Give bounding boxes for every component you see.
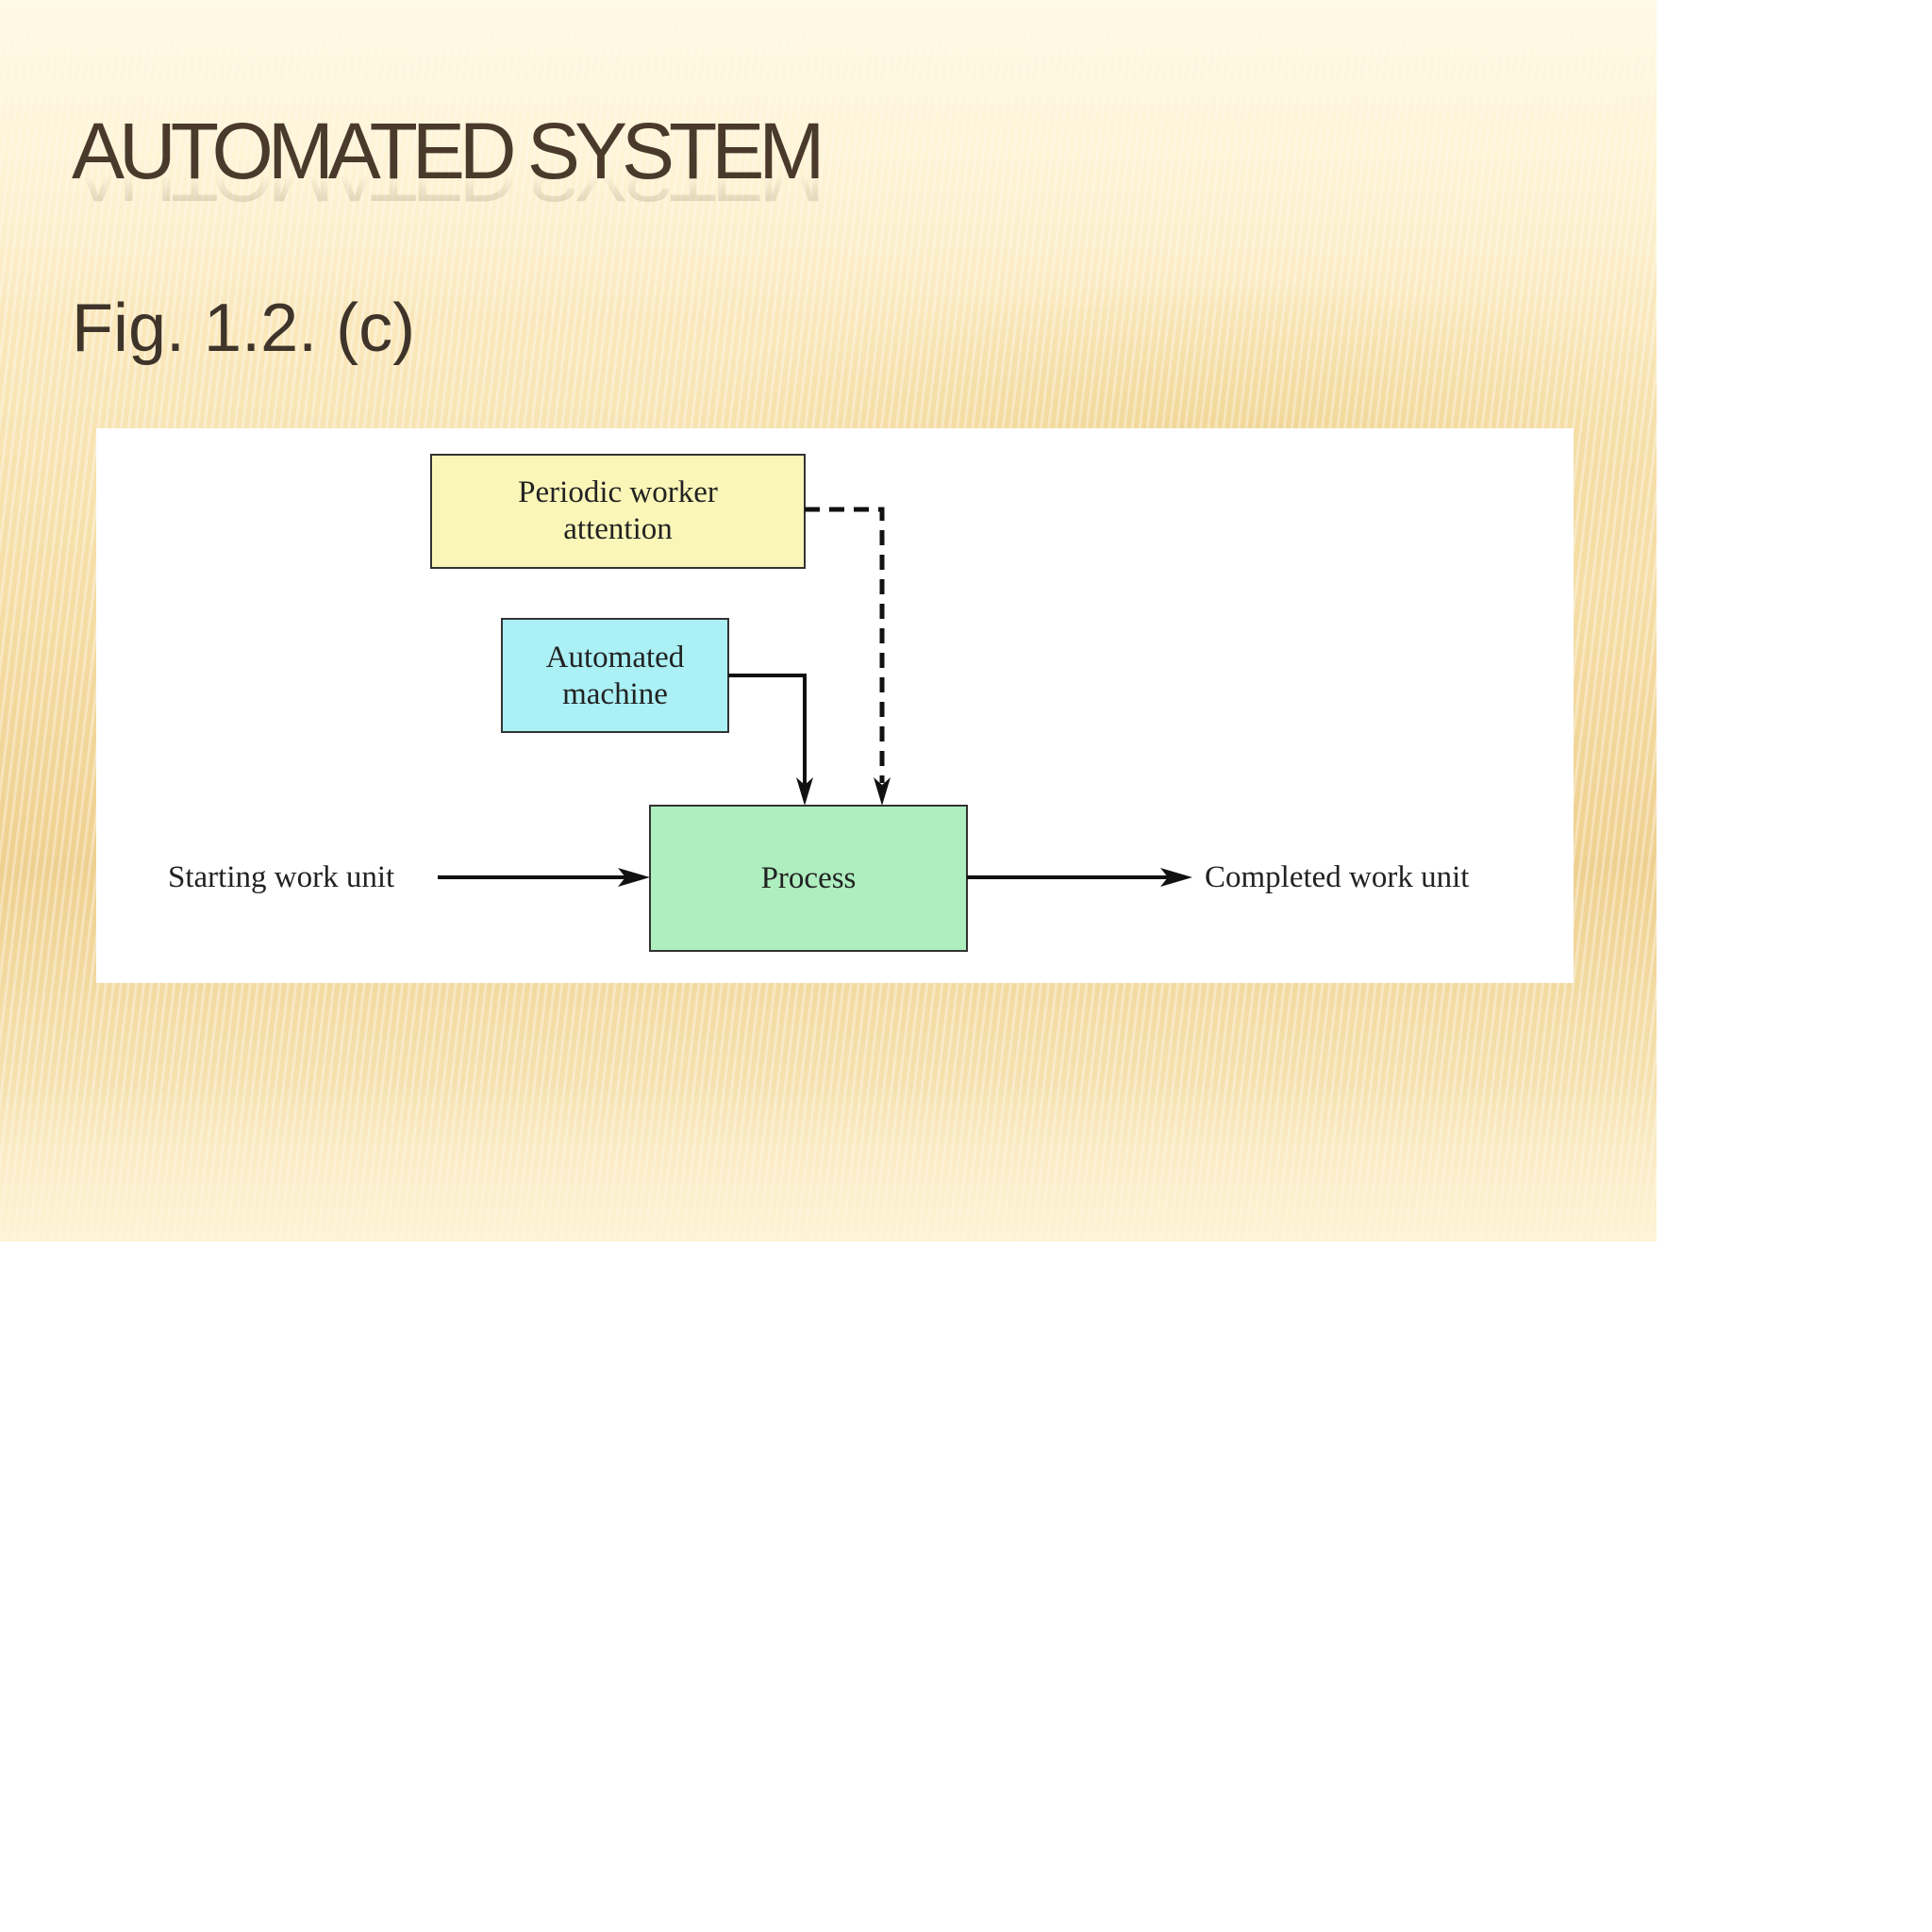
- edge-machine-to-process-arrowhead: [796, 777, 813, 806]
- edge-machine-to-process: [728, 674, 807, 785]
- node-worker-attention-line1: Periodic worker: [518, 475, 718, 509]
- output-label: Completed work unit: [1205, 860, 1469, 894]
- edge-worker-to-process-arrowhead: [874, 777, 891, 806]
- input-label: Starting work unit: [168, 860, 394, 894]
- node-worker-attention-line2: attention: [563, 512, 672, 546]
- slide: AUTOMATED SYSTEM AUTOMATED SYSTEM Fig. 1…: [0, 0, 1657, 1241]
- node-automated-machine: Automated machine: [501, 618, 729, 733]
- node-worker-attention: Periodic worker attention: [430, 454, 806, 569]
- node-process-label: Process: [761, 861, 857, 895]
- diagram-figure: Periodic worker attention Automated mach…: [96, 428, 1574, 983]
- node-automated-machine-line2: machine: [562, 677, 668, 711]
- title-group: AUTOMATED SYSTEM AUTOMATED SYSTEM: [72, 107, 824, 213]
- node-process: Process: [649, 805, 968, 952]
- node-worker-attention-box: [430, 454, 806, 569]
- slide-title: AUTOMATED SYSTEM: [72, 107, 824, 195]
- edge-worker-to-process: [805, 507, 885, 783]
- figure-caption: Fig. 1.2. (c): [72, 291, 416, 366]
- edge-input-to-process-arrowhead: [618, 868, 650, 887]
- node-automated-machine-line1: Automated: [546, 641, 685, 675]
- diagram-canvas: Periodic worker attention Automated mach…: [168, 454, 1469, 952]
- edge-process-to-output-arrowhead: [1160, 868, 1192, 887]
- slide-title-reflection: AUTOMATED SYSTEM: [72, 175, 819, 213]
- node-automated-machine-box: [501, 618, 729, 733]
- node-process-box: [649, 805, 968, 952]
